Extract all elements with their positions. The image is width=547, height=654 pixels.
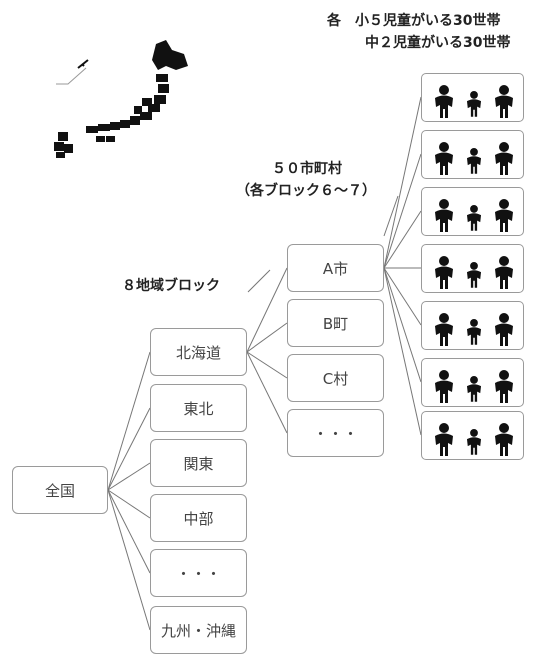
region-box-chubu: 中部: [150, 494, 247, 542]
region-box-tohoku: 東北: [150, 384, 247, 432]
region-box-ellipsis: ・・・: [150, 549, 247, 597]
family-icon: [435, 85, 513, 118]
household-note-line2: 中２児童がいる30世帯: [365, 35, 511, 51]
household-box: [421, 358, 524, 407]
municipality-box-b: B町: [287, 299, 384, 347]
family-icon: [435, 256, 513, 289]
municipalities-label-line1: ５０市町村: [272, 161, 342, 177]
municipality-box-a: A市: [287, 244, 384, 292]
household-box: [421, 244, 524, 293]
regions-label: ８地域ブロック: [122, 278, 220, 294]
household-box: [421, 411, 524, 460]
japan-map-icon: [54, 40, 188, 158]
family-icon: [435, 199, 513, 232]
household-box: [421, 301, 524, 350]
municipality-box-ellipsis: ・・・: [287, 409, 384, 457]
region-box-kyushu-okinawa: 九州・沖縄: [150, 606, 247, 654]
region-box-kanto: 関東: [150, 439, 247, 487]
household-box: [421, 187, 524, 236]
family-icon: [435, 423, 513, 456]
household-note-line1: 各 小５児童がいる30世帯: [327, 13, 501, 29]
municipality-box-c: C村: [287, 354, 384, 402]
family-icon: [435, 313, 513, 346]
household-box: [421, 73, 524, 122]
family-icon: [435, 370, 513, 403]
municipalities-label-line2: （各ブロック６～７）: [236, 183, 376, 199]
region-box-hokkaido: 北海道: [150, 328, 247, 376]
root-nationwide-box: 全国: [12, 466, 108, 514]
household-box: [421, 130, 524, 179]
family-icon: [435, 142, 513, 175]
